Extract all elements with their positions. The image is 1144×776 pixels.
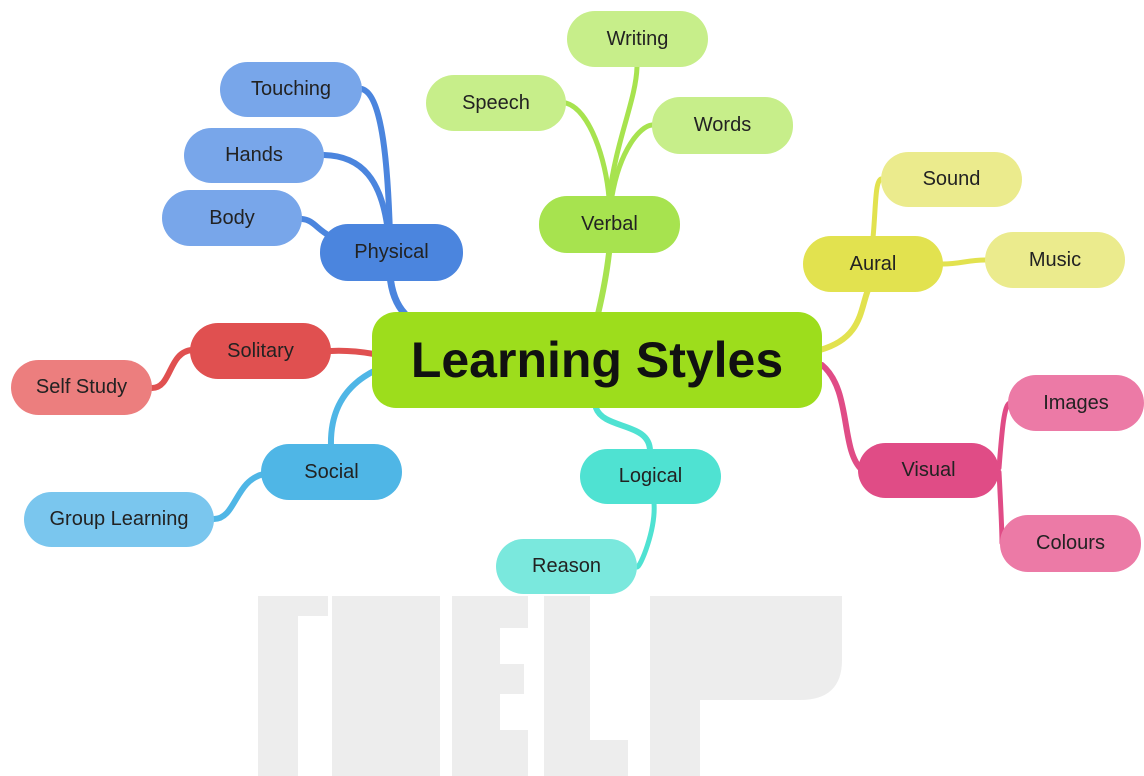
link-aural-music xyxy=(940,257,988,267)
leaf-group-learning[interactable]: Group Learning xyxy=(24,492,214,547)
leaf-reason[interactable]: Reason xyxy=(496,539,637,594)
branch-visual[interactable]: Visual xyxy=(858,443,999,498)
link-root-logical xyxy=(593,405,653,454)
branch-aural[interactable]: Aural xyxy=(803,236,943,292)
link-aural-sound xyxy=(870,176,884,241)
link-root-solitary xyxy=(328,347,377,357)
leaf-words[interactable]: Words xyxy=(652,97,793,154)
leaf-colours[interactable]: Colours xyxy=(1000,515,1141,572)
leaf-images[interactable]: Images xyxy=(1008,375,1144,431)
link-social-group xyxy=(211,471,267,522)
branch-logical[interactable]: Logical xyxy=(580,449,721,504)
link-root-visual xyxy=(819,362,865,473)
link-root-aural xyxy=(817,287,871,353)
leaf-body[interactable]: Body xyxy=(162,190,302,246)
branch-solitary[interactable]: Solitary xyxy=(190,323,331,379)
link-physical-hands xyxy=(321,152,391,235)
link-verbal-speech xyxy=(563,100,612,201)
branch-physical[interactable]: Physical xyxy=(320,224,463,281)
link-logical-reason xyxy=(634,500,657,570)
link-physical-touching xyxy=(359,86,393,238)
branch-verbal[interactable]: Verbal xyxy=(539,196,680,253)
leaf-touching[interactable]: Touching xyxy=(220,62,362,117)
link-root-verbal xyxy=(595,250,612,317)
leaf-hands[interactable]: Hands xyxy=(184,128,324,183)
leaf-writing[interactable]: Writing xyxy=(567,11,708,67)
link-root-social xyxy=(327,367,379,449)
leaf-speech[interactable]: Speech xyxy=(426,75,566,131)
leaf-sound[interactable]: Sound xyxy=(881,152,1022,207)
link-solitary-selfstudy xyxy=(149,347,195,391)
leaf-music[interactable]: Music xyxy=(985,232,1125,288)
central-topic[interactable]: Learning Styles xyxy=(372,312,822,408)
link-verbal-words xyxy=(609,122,655,199)
link-visual-images xyxy=(996,400,1013,471)
link-verbal-writing xyxy=(606,64,640,201)
branch-social[interactable]: Social xyxy=(261,444,402,500)
leaf-self-study[interactable]: Self Study xyxy=(11,360,152,415)
